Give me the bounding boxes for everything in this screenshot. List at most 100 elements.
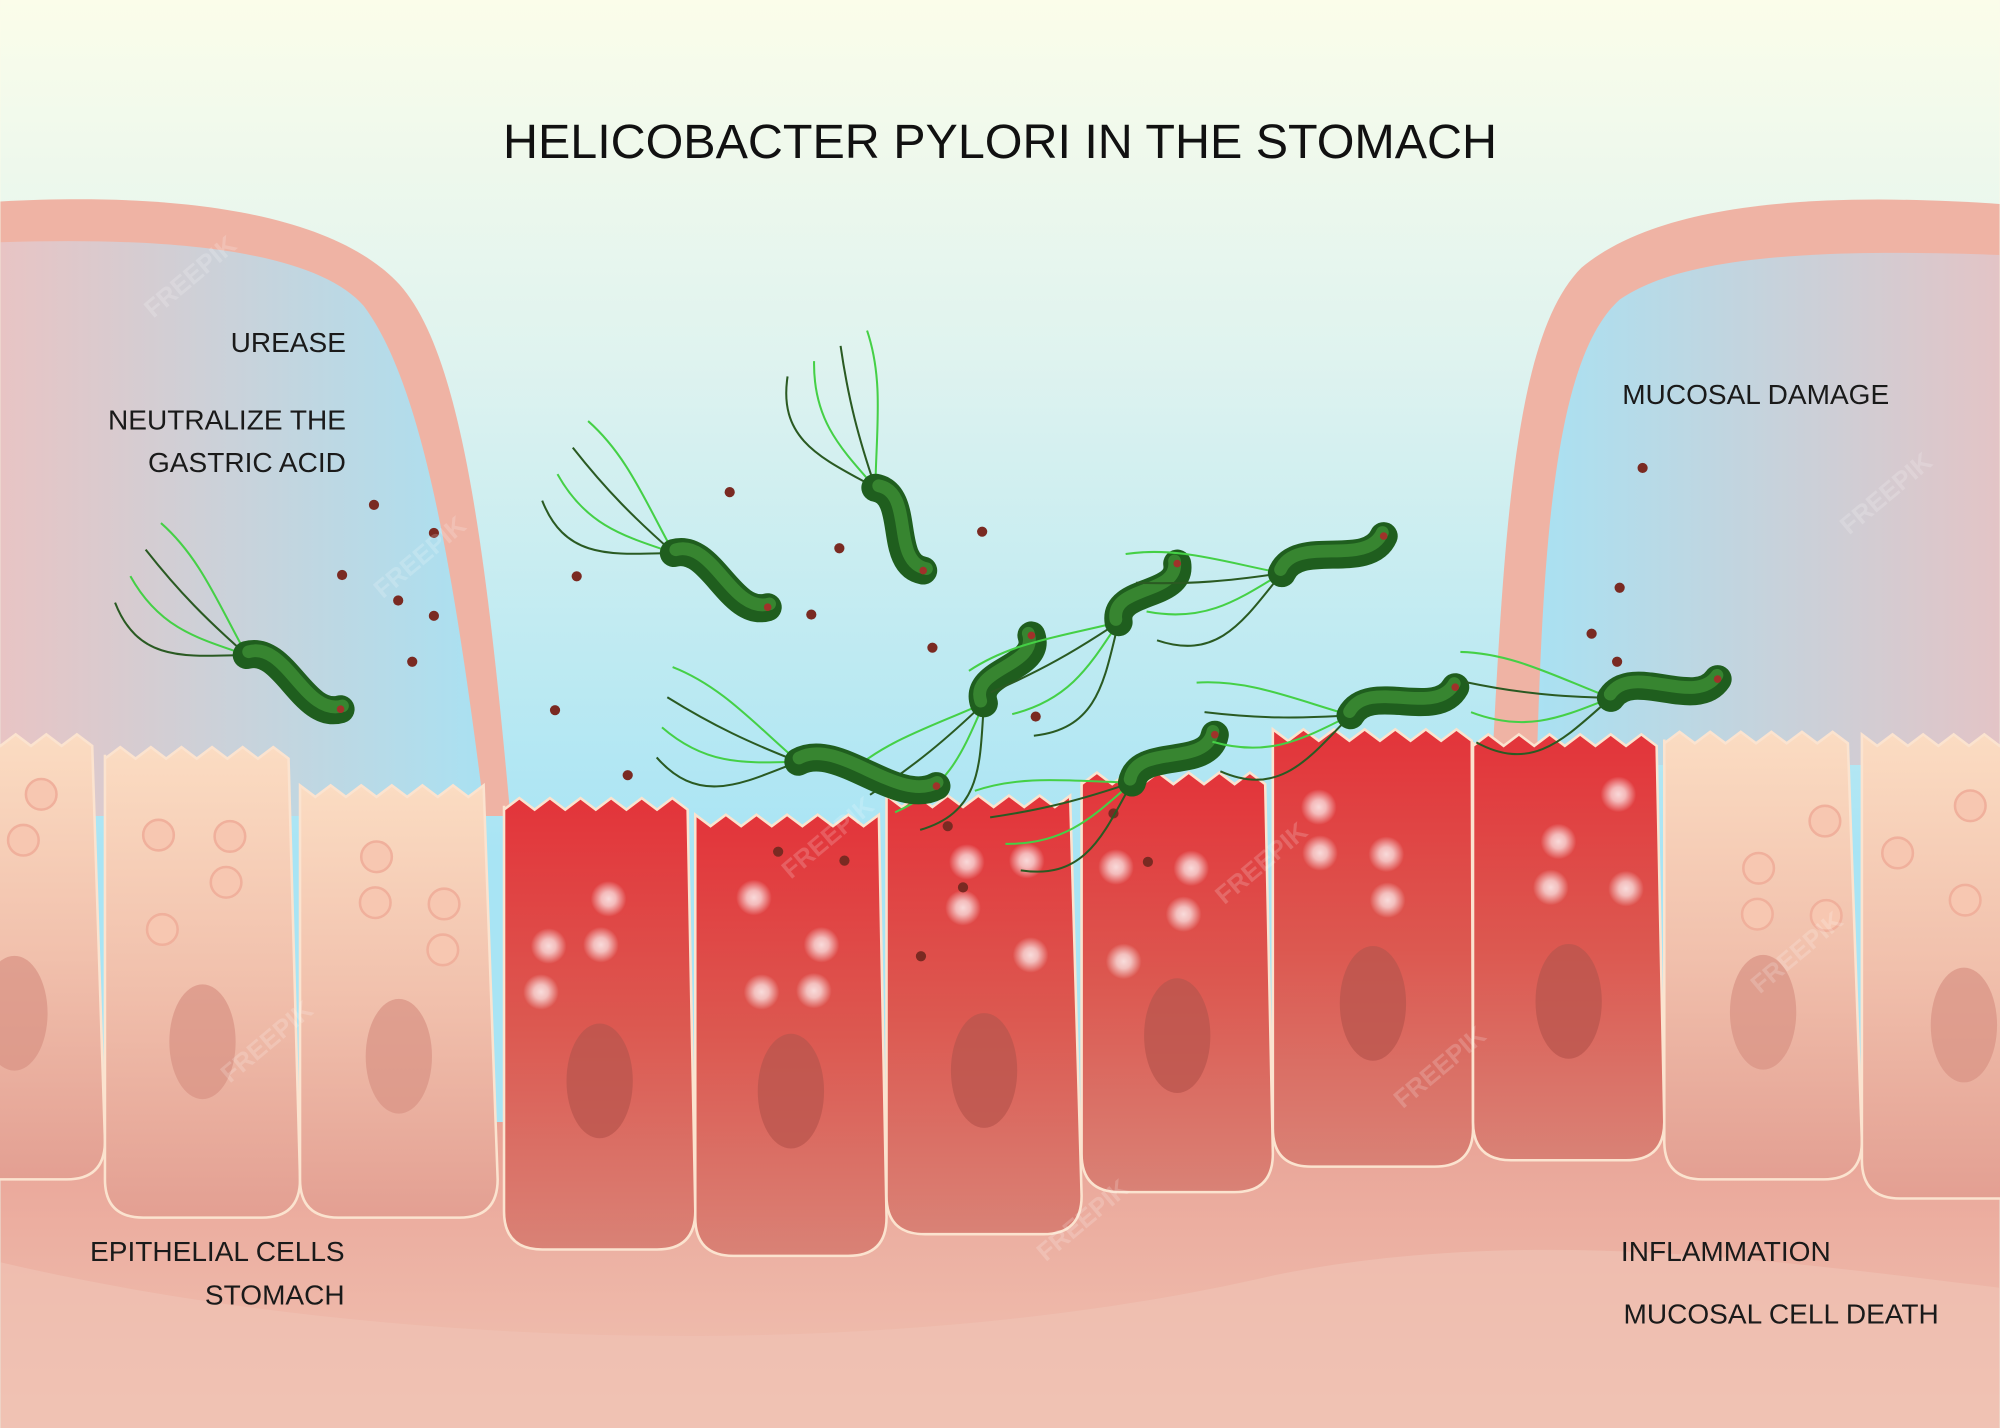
flagellum: [661, 726, 799, 764]
bacterium-spot: [763, 603, 772, 612]
flagellum: [1219, 714, 1352, 781]
inflammation-spot: [1532, 869, 1569, 906]
inflammation-spot: [803, 926, 840, 963]
flagellum: [1033, 621, 1120, 737]
urease-particle: [407, 656, 418, 667]
urease-particle: [1612, 656, 1623, 667]
flagellum: [541, 500, 674, 555]
urease-particle: [942, 821, 953, 832]
urease-particle: [724, 487, 735, 498]
label-mucosal-damage: MUCOSAL DAMAGE: [1622, 379, 1889, 410]
flagellum: [839, 345, 877, 489]
flagellum: [866, 330, 879, 488]
label-urease: UREASE: [231, 327, 346, 358]
inflammation-spot: [1105, 943, 1142, 980]
cell-vesicle: [141, 818, 176, 852]
urease-particle: [337, 569, 348, 581]
cell-vesicle: [359, 840, 394, 874]
flagellum: [129, 575, 248, 656]
flagellum: [919, 703, 985, 831]
flagellum: [1146, 572, 1283, 616]
flagellum: [587, 420, 675, 554]
bacterium-spot: [1713, 675, 1722, 683]
urease-particle: [1637, 462, 1648, 474]
cell-nucleus: [757, 1033, 825, 1149]
urease-particles: [337, 462, 1648, 962]
urease-particle: [571, 571, 582, 582]
cell-nucleus: [566, 1023, 633, 1139]
cell-vesicle: [1808, 804, 1842, 838]
urease-particle: [428, 610, 439, 621]
flagellum: [1204, 711, 1351, 719]
flagellum: [655, 756, 799, 788]
inflammation-spot: [1302, 835, 1338, 871]
urease-particle: [839, 855, 850, 866]
h-pylori-bacterium: [655, 666, 951, 805]
healthy-cell: [103, 745, 302, 1219]
cell-nucleus: [1144, 978, 1211, 1094]
submucosa-wave: [0, 1249, 2000, 1428]
bacterium-highlight: [1274, 526, 1389, 576]
bacterium-highlight: [1123, 725, 1220, 786]
inflammation-spot: [1540, 823, 1577, 860]
flagellum: [1125, 550, 1283, 575]
label-neutralize-1: NEUTRALIZE THE: [108, 405, 346, 436]
cell-vesicle: [145, 912, 179, 947]
bacterium-highlight: [792, 747, 944, 793]
flagellum: [160, 522, 248, 656]
flagellum: [813, 361, 877, 489]
label-neutralize-2: GASTRIC ACID: [148, 447, 346, 478]
flagellum: [571, 446, 675, 554]
flagellum: [1465, 681, 1611, 699]
bacterium-highlight: [669, 542, 776, 612]
flagellum: [968, 621, 1119, 672]
flagellum: [1460, 650, 1612, 699]
h-pylori-bacterium: [785, 330, 938, 585]
bacteria-group: [114, 330, 1732, 873]
urease-particle: [927, 642, 938, 653]
bacterium-spot: [1027, 631, 1036, 640]
flagellum: [1020, 782, 1133, 873]
h-pylori-bacterium: [114, 522, 355, 725]
flagellum: [666, 696, 799, 763]
h-pylori-bacterium: [974, 720, 1229, 873]
urease-particle: [806, 609, 817, 620]
h-pylori-bacterium: [541, 420, 782, 623]
left-mucus-layer: [0, 241, 485, 817]
cell-vesicle: [1740, 897, 1774, 931]
bacterium-spot: [932, 782, 941, 790]
bacterium-spot: [919, 566, 928, 575]
bacterium-highlight: [1343, 677, 1461, 718]
inflammation-spot: [1165, 896, 1202, 933]
cell-vesicle: [1742, 851, 1776, 885]
flagellum: [672, 666, 800, 763]
bacterium-highlight: [242, 644, 349, 714]
urease-particle: [622, 770, 633, 781]
label-inflammation: INFLAMMATION: [1621, 1236, 1831, 1267]
diagram-title: HELICOBACTER PYLORI IN THE STOMACH: [503, 115, 1497, 169]
cell-vesicle: [213, 819, 247, 853]
cell-vesicle: [6, 823, 40, 857]
cell-nucleus: [169, 984, 236, 1100]
bacterium-highlight: [1109, 554, 1181, 626]
right-mucus-layer: [1536, 252, 2000, 766]
urease-particle: [1614, 582, 1625, 593]
cell-nucleus: [1729, 954, 1797, 1070]
flagellum: [556, 473, 675, 554]
inflammation-spot: [1098, 849, 1134, 885]
urease-particle: [977, 526, 988, 537]
urease-particle: [393, 595, 404, 606]
bacterium-spot: [1379, 532, 1388, 540]
urease-particle: [957, 882, 969, 893]
inflammation-spot: [1012, 937, 1049, 973]
cell-vesicle: [1809, 898, 1843, 933]
bacterium-highlight: [1603, 668, 1724, 701]
label-epithelial-1: EPITHELIAL CELLS: [90, 1236, 345, 1267]
cell-vesicle: [1881, 836, 1915, 870]
inflammation-spot: [1369, 882, 1406, 918]
flagellum: [1475, 697, 1612, 756]
flagellum: [990, 621, 1120, 694]
cell-vesicle: [427, 887, 461, 921]
flagellum: [1011, 621, 1120, 716]
